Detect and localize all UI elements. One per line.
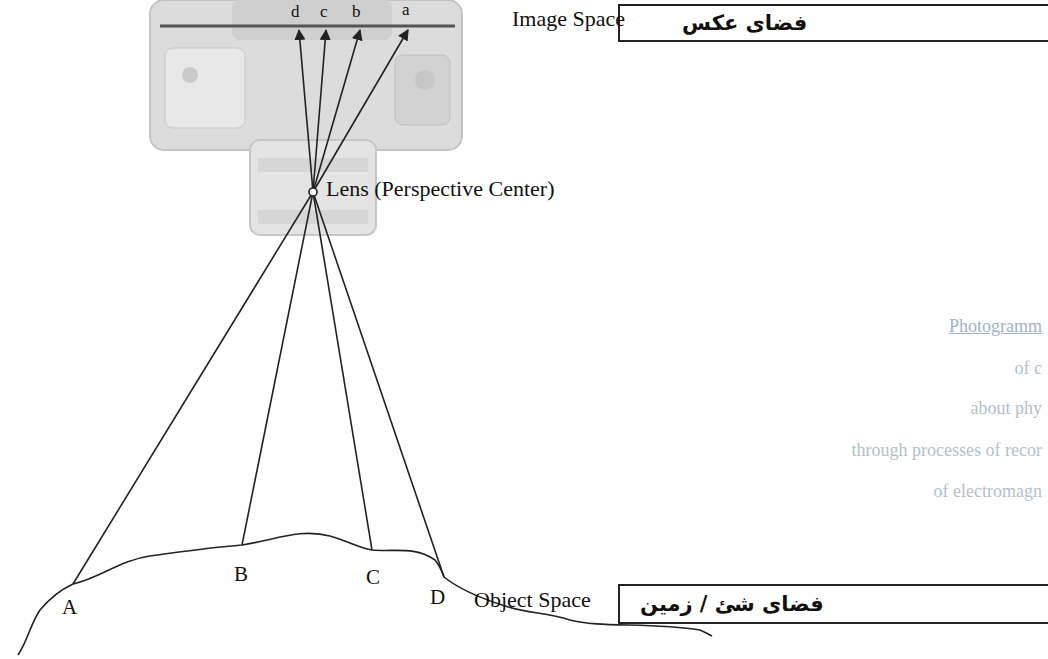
image-plane xyxy=(160,25,455,28)
perspective-center xyxy=(309,188,317,196)
camera-button xyxy=(182,67,198,83)
ground-point-label: B xyxy=(234,562,248,586)
ray xyxy=(299,30,313,192)
background-text: of electromagn xyxy=(934,481,1042,502)
lens-ring xyxy=(258,158,368,172)
background-text: of c xyxy=(1015,358,1042,379)
camera-body xyxy=(150,0,462,150)
camera-panel xyxy=(395,55,450,125)
space-label: Object Space xyxy=(474,587,591,612)
ray xyxy=(313,192,372,550)
ground-point-label: C xyxy=(366,565,380,589)
ground-point-label: D xyxy=(430,585,445,609)
image-point-label: b xyxy=(352,2,361,22)
ground-point-label: A xyxy=(62,595,77,619)
background-text: Photogramm xyxy=(949,316,1042,337)
ray xyxy=(313,30,408,192)
ray xyxy=(242,192,313,545)
space-label: Lens (Perspective Center) xyxy=(326,176,554,201)
camera-dial xyxy=(415,70,435,90)
image-point-label: a xyxy=(402,0,410,20)
box-title: فضای شئ / زمین xyxy=(640,592,824,616)
text-box: فضای شئ / زمین xyxy=(618,584,1048,624)
background-text: through processes of recor xyxy=(852,440,1042,461)
text-box: فضای عکس xyxy=(618,4,1048,42)
image-point-label: c xyxy=(320,2,328,22)
ray xyxy=(313,192,444,577)
terrain-profile xyxy=(18,533,712,655)
camera-grip xyxy=(165,48,245,128)
image-point-label: d xyxy=(291,2,300,22)
ray xyxy=(313,30,360,192)
camera-prism xyxy=(232,0,392,40)
image-rays xyxy=(299,30,408,192)
object-rays xyxy=(73,192,444,584)
lens-ring xyxy=(258,210,368,224)
ray xyxy=(73,192,313,584)
space-label: Image Space xyxy=(512,6,625,31)
background-text: about phy xyxy=(971,398,1043,419)
box-title: فضای عکس xyxy=(682,11,807,35)
